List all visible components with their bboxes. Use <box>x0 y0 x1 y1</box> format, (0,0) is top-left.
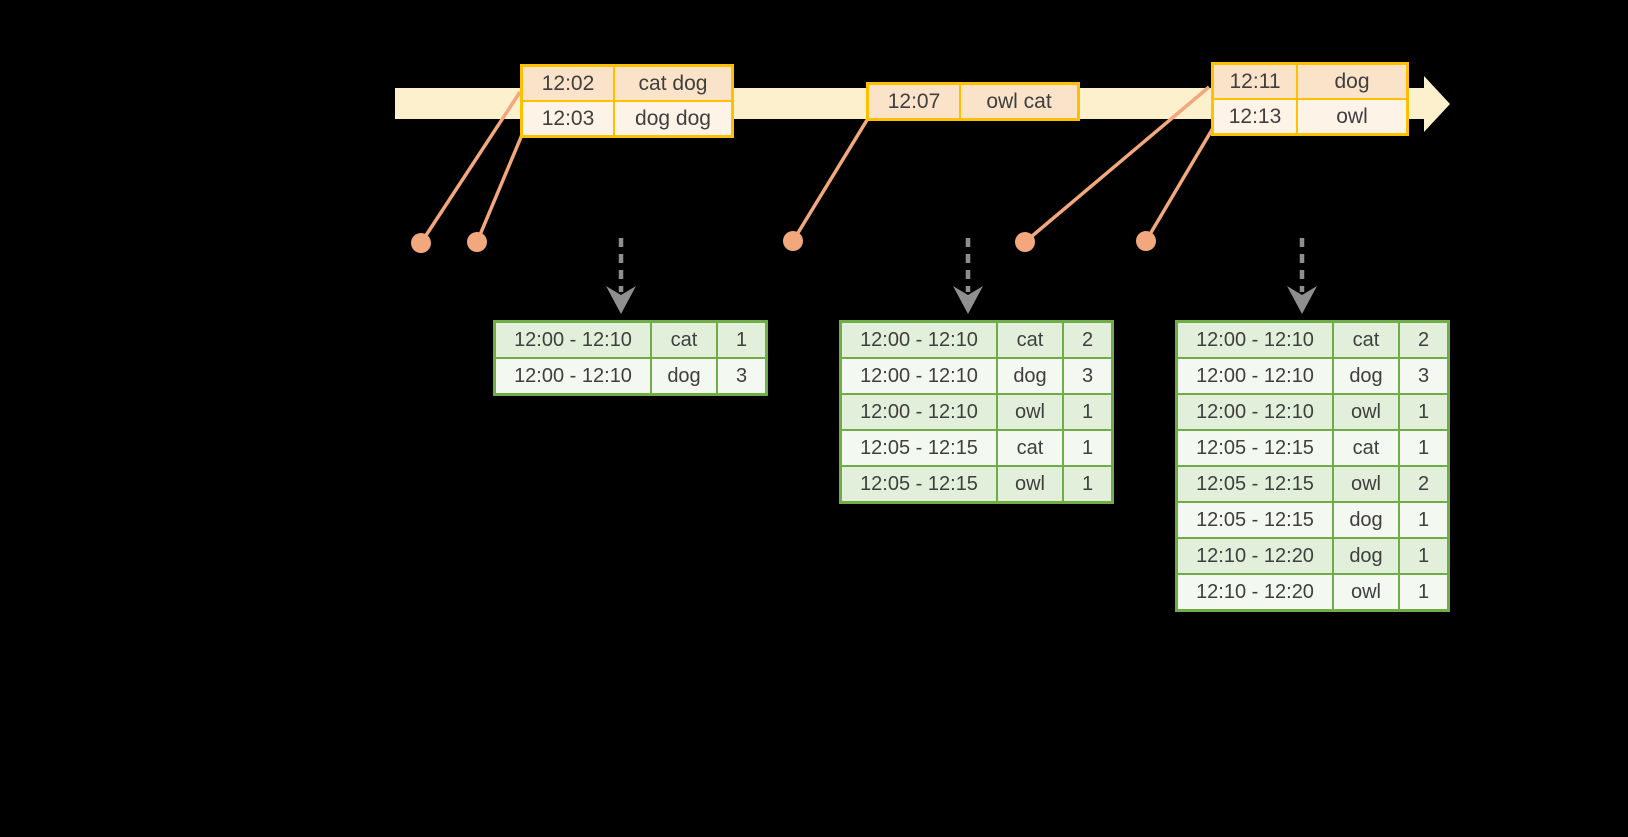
table-cell: dog <box>1332 537 1400 575</box>
event-dot <box>1015 232 1035 252</box>
table-cell: 12:05 - 12:15 <box>1175 501 1334 539</box>
table-cell: 1 <box>1062 393 1114 431</box>
table-cell: 12:00 - 12:10 <box>839 320 998 359</box>
table-cell: 3 <box>1398 357 1450 395</box>
table-cell: 1 <box>1062 465 1114 504</box>
table-cell: 2 <box>1062 320 1114 359</box>
event-dot <box>411 233 431 253</box>
table-cell: 12:11 <box>1211 62 1298 100</box>
table-cell: 2 <box>1398 465 1450 503</box>
table-cell: 3 <box>1062 357 1114 395</box>
table-cell: 3 <box>716 357 768 396</box>
table-cell: cat <box>1332 320 1400 359</box>
table-cell: 12:05 - 12:15 <box>839 429 998 467</box>
table-cell: 1 <box>1398 501 1450 539</box>
connector-line <box>791 119 869 242</box>
table-cell: owl <box>1296 98 1409 136</box>
event-dot <box>783 231 803 251</box>
down-arrowhead-icon <box>1287 286 1317 314</box>
table-cell: 12:00 - 12:10 <box>1175 393 1334 431</box>
table-cell: cat <box>996 429 1064 467</box>
connector-line <box>1023 85 1211 244</box>
table-cell: owl <box>996 393 1064 431</box>
table-cell: dog dog <box>613 100 734 138</box>
table-cell: dog <box>650 357 718 396</box>
table-cell: 12:00 - 12:10 <box>839 393 998 431</box>
table-cell: 12:07 <box>866 82 961 121</box>
table-cell: cat dog <box>613 64 734 102</box>
table-cell: owl <box>1332 393 1400 431</box>
table-cell: 12:00 - 12:10 <box>493 357 652 396</box>
table-cell: 12:03 <box>520 100 615 138</box>
table-cell: 1 <box>1398 429 1450 467</box>
table-cell: 12:00 - 12:10 <box>493 320 652 359</box>
table-cell: dog <box>996 357 1064 395</box>
down-arrowhead-icon <box>606 286 636 314</box>
table-cell: 12:05 - 12:15 <box>839 465 998 504</box>
table-cell: dog <box>1332 501 1400 539</box>
table-cell: dog <box>1296 62 1409 100</box>
timeline-arrowhead-icon <box>1424 76 1450 132</box>
connector-line <box>1144 127 1215 242</box>
table-cell: 12:13 <box>1211 98 1298 136</box>
table-cell: cat <box>650 320 718 359</box>
table-cell: dog <box>1332 357 1400 395</box>
table-cell: 12:10 - 12:20 <box>1175 573 1334 612</box>
table-cell: owl cat <box>959 82 1080 121</box>
table-cell: 12:05 - 12:15 <box>1175 465 1334 503</box>
table-cell: 12:00 - 12:10 <box>839 357 998 395</box>
event-dot <box>1136 231 1156 251</box>
table-cell: cat <box>1332 429 1400 467</box>
table-cell: 1 <box>1398 573 1450 612</box>
table-cell: 1 <box>716 320 768 359</box>
table-cell: cat <box>996 320 1064 359</box>
event-dot <box>467 232 487 252</box>
table-cell: 12:05 - 12:15 <box>1175 429 1334 467</box>
table-cell: 1 <box>1062 429 1114 467</box>
table-cell: owl <box>996 465 1064 504</box>
table-cell: owl <box>1332 465 1400 503</box>
down-arrowhead-icon <box>953 286 983 314</box>
table-cell: 12:00 - 12:10 <box>1175 357 1334 395</box>
table-cell: 12:10 - 12:20 <box>1175 537 1334 575</box>
connector-line <box>419 91 522 244</box>
table-cell: 12:00 - 12:10 <box>1175 320 1334 359</box>
connector-line <box>475 129 526 243</box>
table-cell: 2 <box>1398 320 1450 359</box>
table-cell: owl <box>1332 573 1400 612</box>
table-cell: 1 <box>1398 393 1450 431</box>
table-cell: 12:02 <box>520 64 615 102</box>
table-cell: 1 <box>1398 537 1450 575</box>
